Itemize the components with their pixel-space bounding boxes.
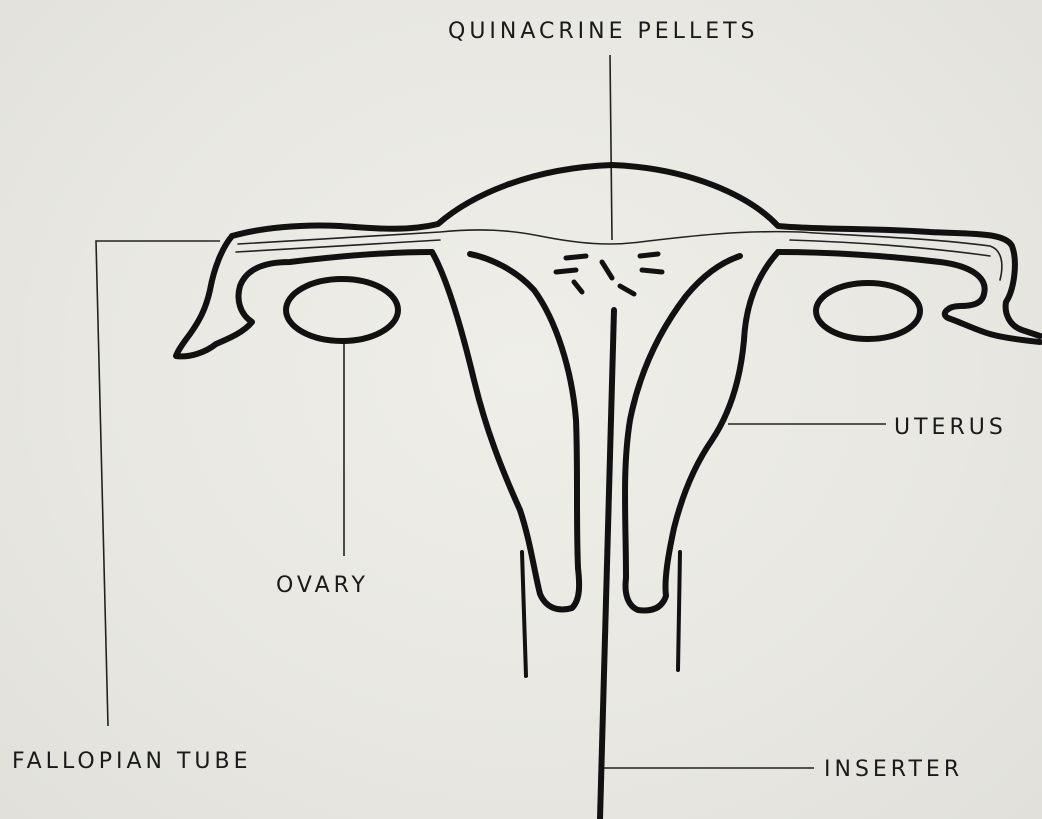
quinacrine-pellets <box>556 254 662 294</box>
pellet <box>566 256 586 258</box>
label-fallopian-tube: FALLOPIAN TUBE <box>12 749 252 774</box>
uterus-right-wall <box>625 252 778 610</box>
right-ovary <box>816 283 920 339</box>
label-inserter: INSERTER <box>824 757 963 782</box>
pellet <box>642 270 662 272</box>
pellet <box>602 262 612 278</box>
pellet <box>620 286 634 294</box>
leader-lines <box>96 55 886 768</box>
cervix-left <box>522 552 526 676</box>
uterus-left-wall <box>432 252 579 609</box>
leader-pellets <box>610 55 612 240</box>
left-ovary <box>286 279 398 341</box>
pellet <box>556 270 576 272</box>
pellet <box>640 254 658 256</box>
label-quinacrine-pellets: QUINACRINE PELLETS <box>448 19 759 44</box>
cervix-right <box>678 552 680 670</box>
label-ovary: OVARY <box>276 573 369 598</box>
inserter-rod <box>600 310 614 819</box>
pellet <box>574 282 582 292</box>
label-uterus: UTERUS <box>894 415 1007 440</box>
